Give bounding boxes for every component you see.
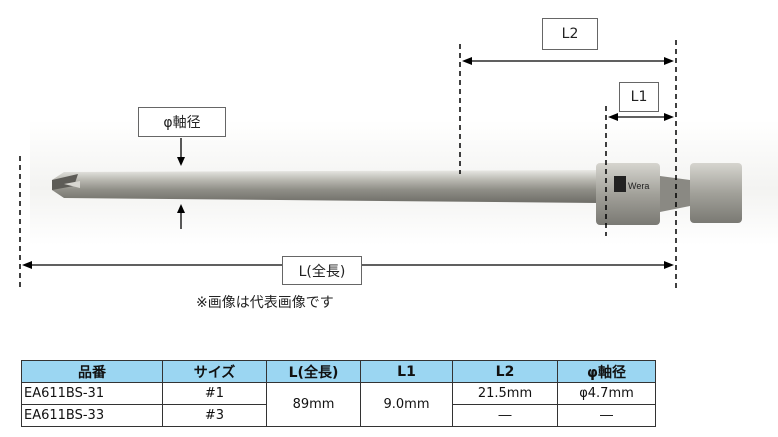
table-row: EA611BS-33 #3 ― ― [21,404,656,427]
part-number-cell: EA611BS-33 [21,404,163,427]
diameter-cell: φ4.7mm [557,382,656,405]
shaft-diameter-label: φ軸径 [138,107,226,137]
bit-hex-collar [596,163,660,225]
total-length-cell: 89mm [266,382,361,427]
bit-hex-drive [690,163,742,223]
diameter-arrows [177,138,185,229]
size-cell: #3 [162,404,267,427]
diameter-cell: ― [557,404,656,427]
header-shaft-diameter: φ軸径 [557,360,656,383]
table-header-row: 品番 サイズ L(全長) L1 L2 φ軸径 [21,360,656,383]
bit-shaft [52,170,598,203]
screwdriver-bit: Wera [52,163,742,225]
header-size: サイズ [162,360,267,383]
bit-tip-highlight [64,181,80,188]
brand-logo-icon [614,176,626,192]
header-l2: L2 [452,360,558,383]
l2-cell: 21.5mm [452,382,558,405]
spec-table: 品番 サイズ L(全長) L1 L2 φ軸径 EA611BS-31 #1 89m… [21,360,656,427]
l2-dimension-arrow [462,57,674,65]
part-number-cell: EA611BS-31 [21,382,163,405]
brand-label: Wera [628,181,649,191]
bit-tip [52,174,78,190]
size-cell: #1 [162,382,267,405]
l1-dimension-arrow [608,113,674,121]
representative-image-note: ※画像は代表画像です [196,295,334,311]
total-length-label: L(全長) [282,256,362,285]
l1-label: L1 [619,82,659,112]
header-l1: L1 [360,360,453,383]
l2-cell: ― [452,404,558,427]
header-part-number: 品番 [21,360,163,383]
header-total-length: L(全長) [266,360,361,383]
table-row: EA611BS-31 #1 89mm 9.0mm 21.5mm φ4.7mm [21,382,656,427]
l1-cell: 9.0mm [360,382,453,427]
l2-label: L2 [542,18,598,50]
bit-groove [660,176,690,212]
